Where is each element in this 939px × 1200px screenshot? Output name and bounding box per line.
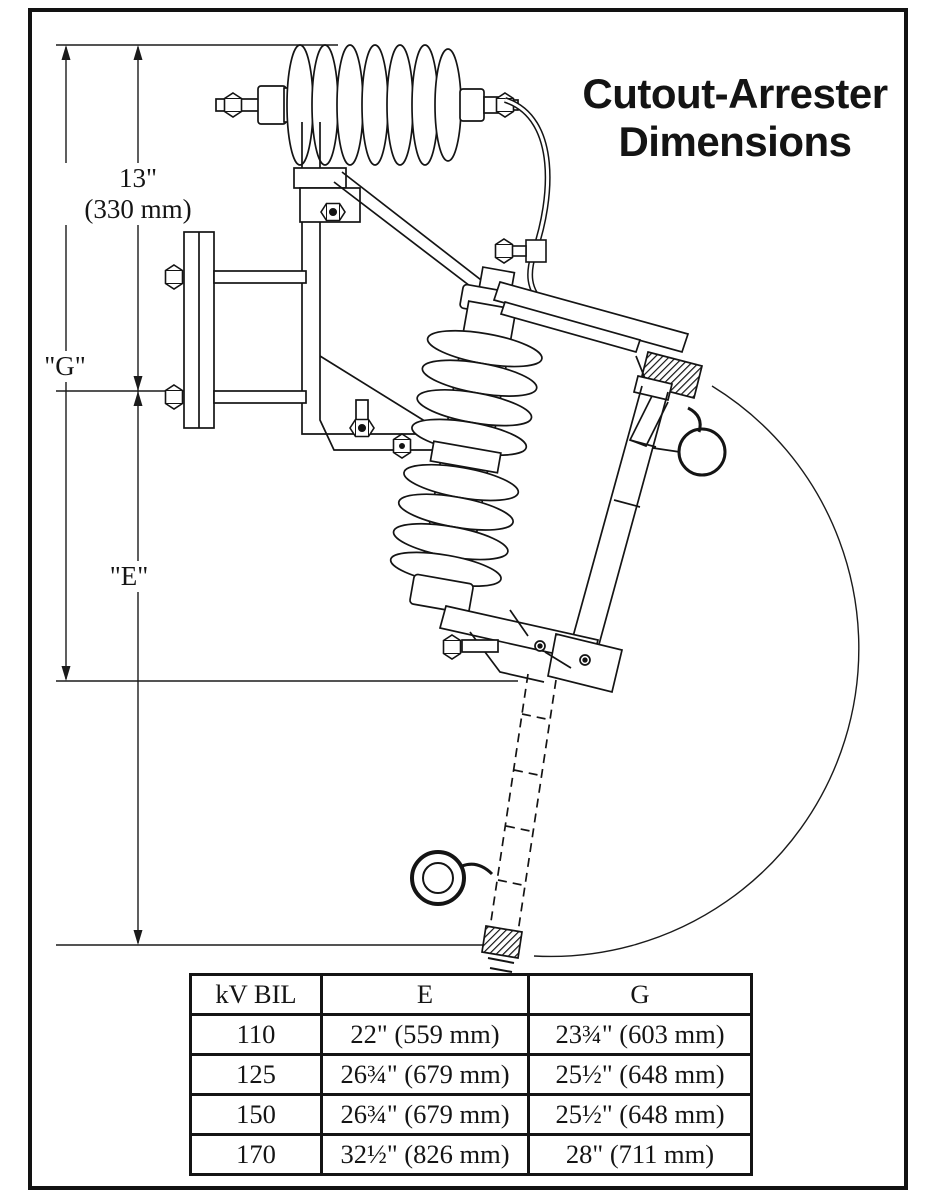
cell-g: 28" (711 mm) (527, 1133, 753, 1176)
mounting-bracket (164, 122, 513, 451)
page-border (28, 8, 908, 1190)
cell-e: 26¾" (679 mm) (320, 1093, 530, 1136)
cell-e: 22" (559 mm) (320, 1013, 530, 1056)
cell-kv-bil: 125 (189, 1053, 323, 1096)
fuse-tube-open (489, 673, 557, 933)
dimensions-table: kV BIL E G 110 22" (559 mm) 23¾" (603 mm… (189, 973, 753, 1176)
table-header-row: kV BIL E G (189, 973, 753, 1016)
cell-e: 26¾" (679 mm) (320, 1053, 530, 1096)
fuse-swing-arc (533, 385, 860, 958)
diagram-title-line1: Cutout-Arrester (582, 70, 888, 117)
cell-kv-bil: 170 (189, 1133, 323, 1176)
cell-kv-bil: 150 (189, 1093, 323, 1136)
arrester (215, 44, 519, 166)
lead-conductor (494, 97, 551, 307)
table-row: 125 26¾" (679 mm) 25½" (648 mm) (189, 1053, 753, 1096)
cell-e: 32½" (826 mm) (320, 1133, 530, 1176)
fuse-tube-end-cap (481, 925, 523, 973)
cell-kv-bil: 110 (189, 1013, 323, 1056)
hinge-assembly (438, 604, 624, 694)
cell-g: 25½" (648 mm) (527, 1053, 753, 1096)
table-row: 110 22" (559 mm) 23¾" (603 mm) (189, 1013, 753, 1056)
cutout-insulator (389, 266, 543, 615)
dimension-label-13in: 13" (330 mm) (62, 163, 214, 226)
insulator-band-bolt (392, 433, 412, 459)
dimension-13in-inches: 13" (118, 163, 158, 193)
col-header-g: G (527, 973, 753, 1016)
pull-ring (410, 850, 494, 906)
cell-g: 23¾" (603 mm) (527, 1013, 753, 1056)
diagram-title-line2: Dimensions (618, 117, 852, 165)
dimension-13in-mm: (330 mm) (84, 194, 192, 225)
table-row: 150 26¾" (679 mm) 25½" (648 mm) (189, 1093, 753, 1136)
cell-g: 25½" (648 mm) (527, 1093, 753, 1136)
col-header-kv-bil: kV BIL (189, 973, 323, 1016)
table-row: 170 32½" (826 mm) 28" (711 mm) (189, 1133, 753, 1176)
dimension-arrowheads (61, 45, 143, 945)
dimension-label-e: "E" (102, 561, 156, 593)
diagram-title: Cutout-Arrester Dimensions (555, 70, 915, 166)
dimension-label-g: "G" (40, 351, 90, 383)
fuse-tube-closed (565, 374, 681, 671)
col-header-e: E (320, 973, 530, 1016)
